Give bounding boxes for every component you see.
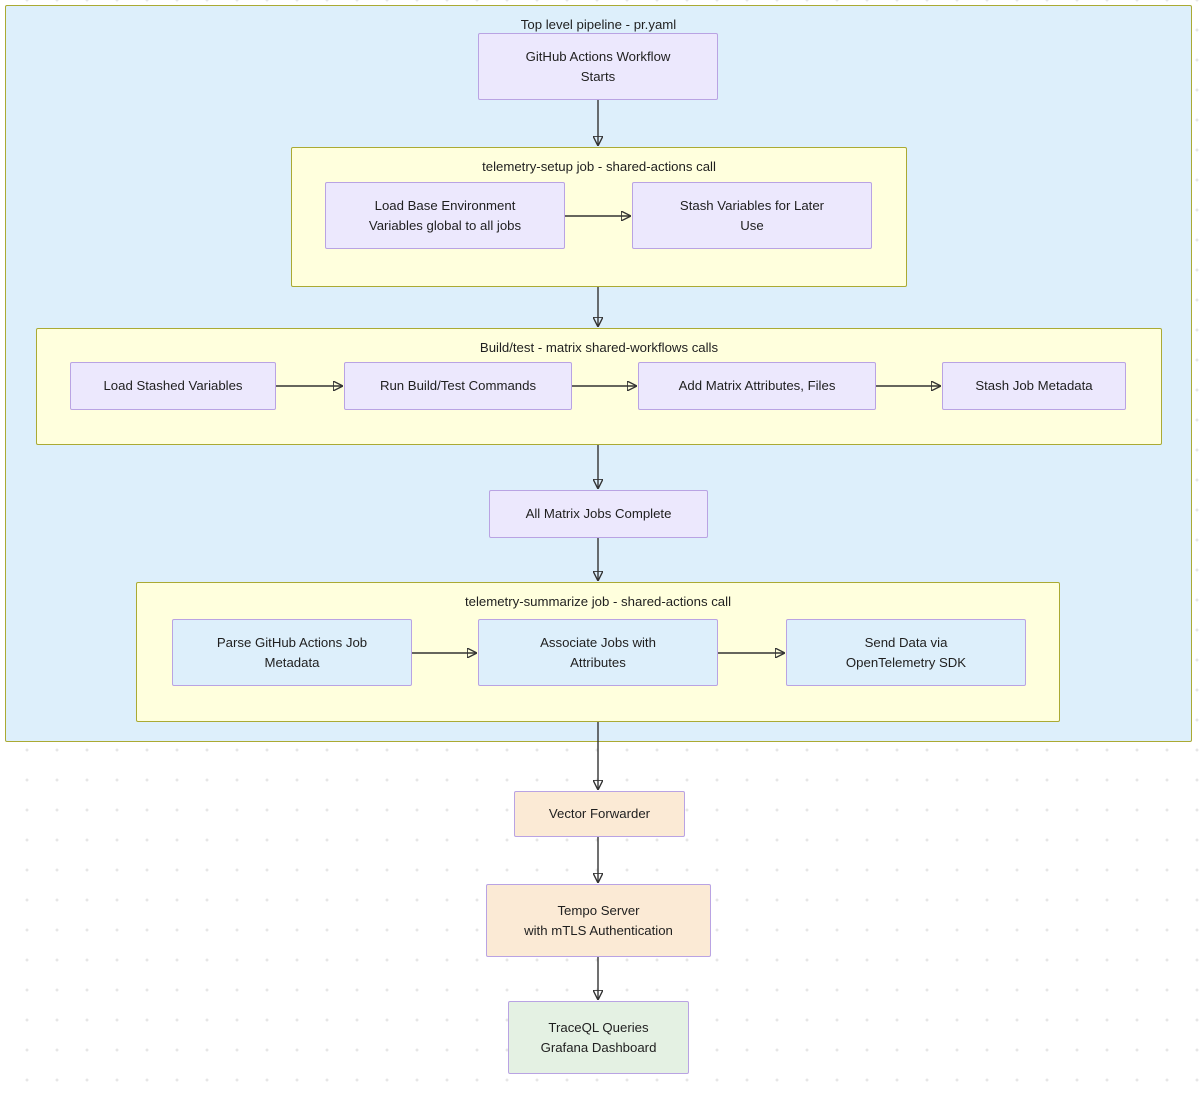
subgraph-telemetry-summarize-label: telemetry-summarize job - shared-actions…: [464, 594, 732, 609]
node-vector-forwarder[interactable]: Vector Forwarder: [514, 791, 685, 837]
node-stash-variables-for-later-use[interactable]: Stash Variables for Later Use: [632, 182, 872, 249]
node-send-data-via-opentelemetry-sdk[interactable]: Send Data via OpenTelemetry SDK: [786, 619, 1026, 686]
node-load-stashed-variables[interactable]: Load Stashed Variables: [70, 362, 276, 410]
node-add-matrix-attributes-files[interactable]: Add Matrix Attributes, Files: [638, 362, 876, 410]
subgraph-build-test-label: Build/test - matrix shared-workflows cal…: [479, 340, 719, 355]
subgraph-telemetry-setup-label: telemetry-setup job - shared-actions cal…: [482, 159, 716, 174]
node-associate-jobs-with-attributes[interactable]: Associate Jobs with Attributes: [478, 619, 718, 686]
node-stash-job-metadata[interactable]: Stash Job Metadata: [942, 362, 1126, 410]
node-tempo-server-mtls[interactable]: Tempo Server with mTLS Authentication: [486, 884, 711, 957]
node-run-build-test-commands[interactable]: Run Build/Test Commands: [344, 362, 572, 410]
node-parse-github-actions-job-metadata[interactable]: Parse GitHub Actions Job Metadata: [172, 619, 412, 686]
subgraph-top-level-pipeline-label: Top level pipeline - pr.yaml: [520, 17, 677, 32]
node-all-matrix-jobs-complete[interactable]: All Matrix Jobs Complete: [489, 490, 708, 538]
node-github-actions-workflow-starts[interactable]: GitHub Actions Workflow Starts: [478, 33, 718, 100]
node-traceql-queries-grafana-dashboard[interactable]: TraceQL Queries Grafana Dashboard: [508, 1001, 689, 1074]
node-load-base-environment-variables[interactable]: Load Base Environment Variables global t…: [325, 182, 565, 249]
